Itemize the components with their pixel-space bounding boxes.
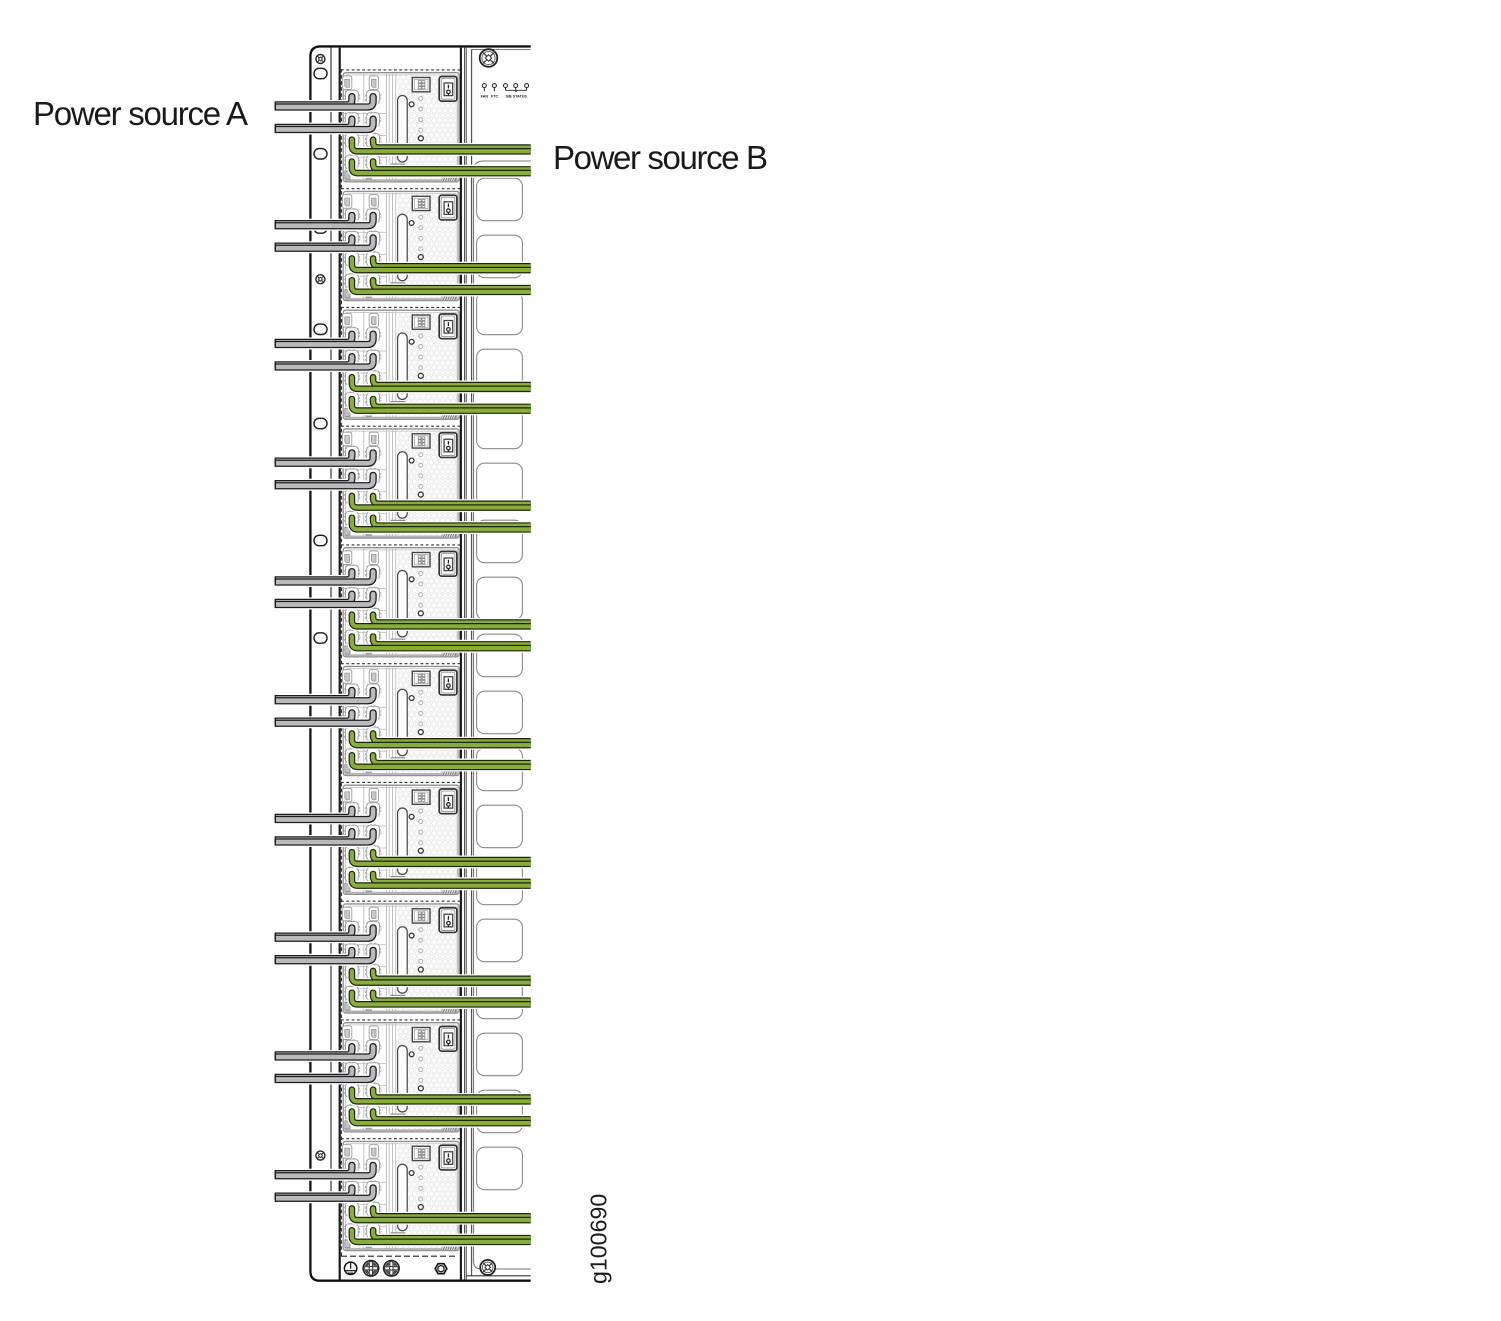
svg-text:Power source A: Power source A [33, 95, 248, 132]
svg-text:FTC: FTC [491, 95, 499, 99]
svg-text:g100690: g100690 [586, 1194, 612, 1284]
svg-text:SIB STATUS: SIB STATUS [506, 95, 528, 99]
svg-text:FAN: FAN [481, 95, 489, 99]
svg-text:Power source B: Power source B [553, 139, 768, 176]
